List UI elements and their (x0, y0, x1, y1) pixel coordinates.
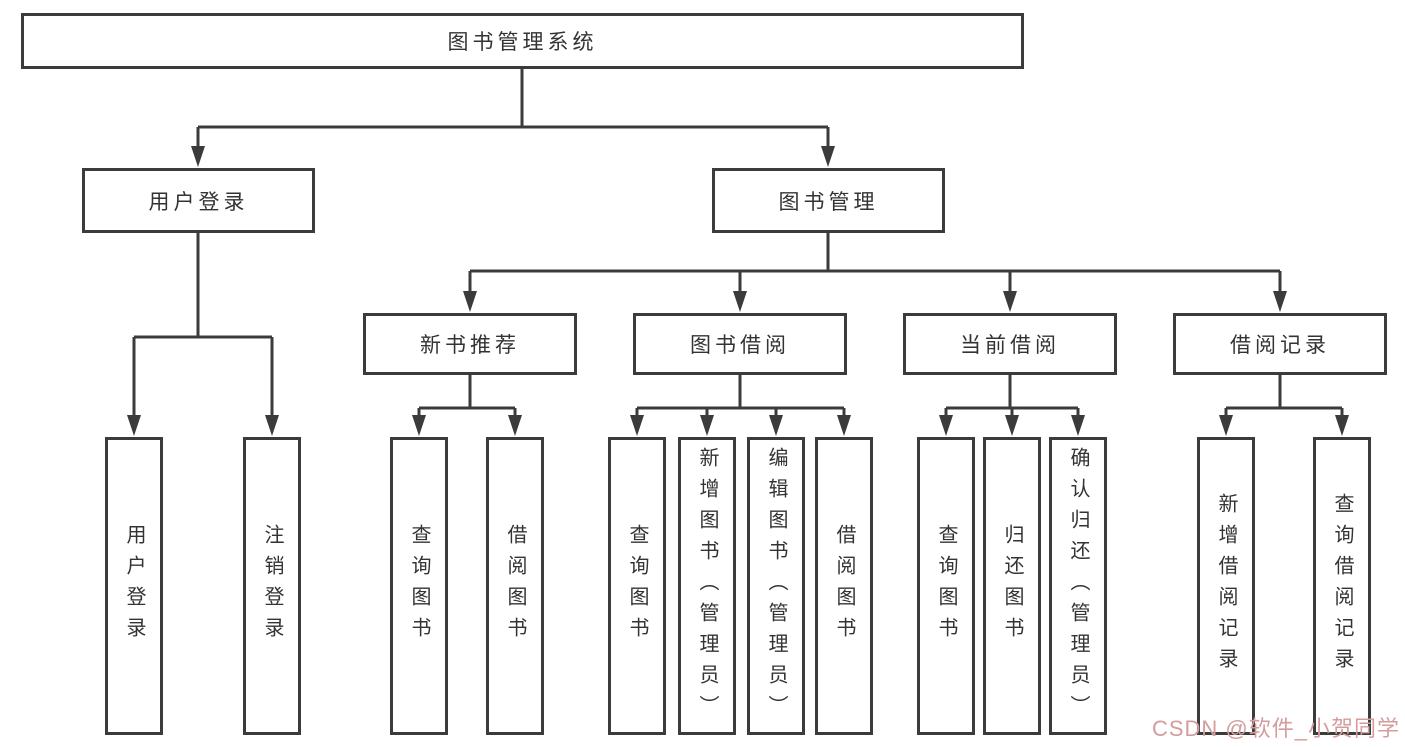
node-new-book-recommendation-label: 新书推荐 (420, 334, 520, 357)
node-book-borrowing-label: 图书借阅 (690, 334, 790, 357)
connector-book-management (468, 233, 1282, 293)
node-library-system: 图书管理系统 (21, 13, 1024, 69)
connector-borrowing-records (1224, 375, 1344, 416)
node-library-system-label: 图书管理系统 (447, 31, 598, 54)
arrowheads-borrowing-records (1219, 415, 1349, 436)
leaf-borrow-add-books-admin: 新增图书（管理员） (678, 437, 736, 735)
leaf-borrow-query-books-label: 查询图书 (626, 524, 648, 648)
connector-new-book (417, 375, 517, 416)
connector-user-login (132, 233, 274, 416)
node-current-borrowing: 当前借阅 (903, 313, 1117, 375)
arrowheads-user-login (127, 415, 279, 436)
leaf-recommend-query-books-label: 查询图书 (408, 524, 430, 648)
arrowheads-level2 (191, 146, 835, 167)
node-user-login-label: 用户登录 (148, 190, 249, 214)
leaf-current-return-books-label: 归还图书 (1001, 524, 1023, 648)
leaf-current-confirm-return-admin: 确认归还（管理员） (1049, 437, 1107, 735)
leaf-borrow-query-books: 查询图书 (608, 437, 666, 735)
leaf-current-confirm-return-admin-label: 确认归还（管理员） (1067, 446, 1089, 726)
node-borrowing-records-label: 借阅记录 (1230, 334, 1330, 357)
leaf-current-query-books-label: 查询图书 (935, 524, 957, 648)
arrowheads-level3 (463, 291, 1287, 312)
leaf-recommend-borrow-books-label: 借阅图书 (504, 524, 526, 648)
leaf-logout: 注销登录 (243, 437, 301, 735)
node-book-management-label: 图书管理 (778, 190, 879, 214)
leaf-borrow-borrow-books: 借阅图书 (815, 437, 873, 735)
leaf-borrow-edit-books-admin: 编辑图书（管理员） (747, 437, 805, 735)
leaf-user-login: 用户登录 (105, 437, 163, 735)
leaf-current-query-books: 查询图书 (917, 437, 975, 735)
leaf-borrow-borrow-books-label: 借阅图书 (833, 524, 855, 648)
node-book-borrowing: 图书借阅 (633, 313, 847, 375)
connector-root-to-level2 (196, 69, 830, 148)
leaf-records-add-record-label: 新增借阅记录 (1215, 493, 1237, 679)
leaf-borrow-add-books-admin-label: 新增图书（管理员） (696, 446, 718, 726)
arrowheads-current-borrowing (939, 415, 1085, 436)
watermark-text: CSDN @软件_小贺同学 (1151, 716, 1400, 741)
node-new-book-recommendation: 新书推荐 (363, 313, 577, 375)
leaf-recommend-borrow-books: 借阅图书 (486, 437, 544, 735)
arrowheads-book-borrowing (630, 415, 851, 436)
connector-current-borrowing (944, 375, 1080, 416)
arrowheads-new-book (412, 415, 522, 436)
leaf-logout-label: 注销登录 (261, 524, 283, 648)
leaf-borrow-edit-books-admin-label: 编辑图书（管理员） (765, 446, 787, 726)
connector-book-borrowing (635, 375, 846, 416)
node-borrowing-records: 借阅记录 (1173, 313, 1387, 375)
leaf-records-query-record-label: 查询借阅记录 (1331, 493, 1353, 679)
node-current-borrowing-label: 当前借阅 (960, 334, 1060, 357)
node-user-login: 用户登录 (82, 168, 315, 233)
node-book-management: 图书管理 (712, 168, 945, 233)
leaf-records-query-record: 查询借阅记录 (1313, 437, 1371, 735)
leaf-recommend-query-books: 查询图书 (390, 437, 448, 735)
leaf-current-return-books: 归还图书 (983, 437, 1041, 735)
leaf-records-add-record: 新增借阅记录 (1197, 437, 1255, 735)
leaf-user-login-label: 用户登录 (123, 524, 145, 648)
